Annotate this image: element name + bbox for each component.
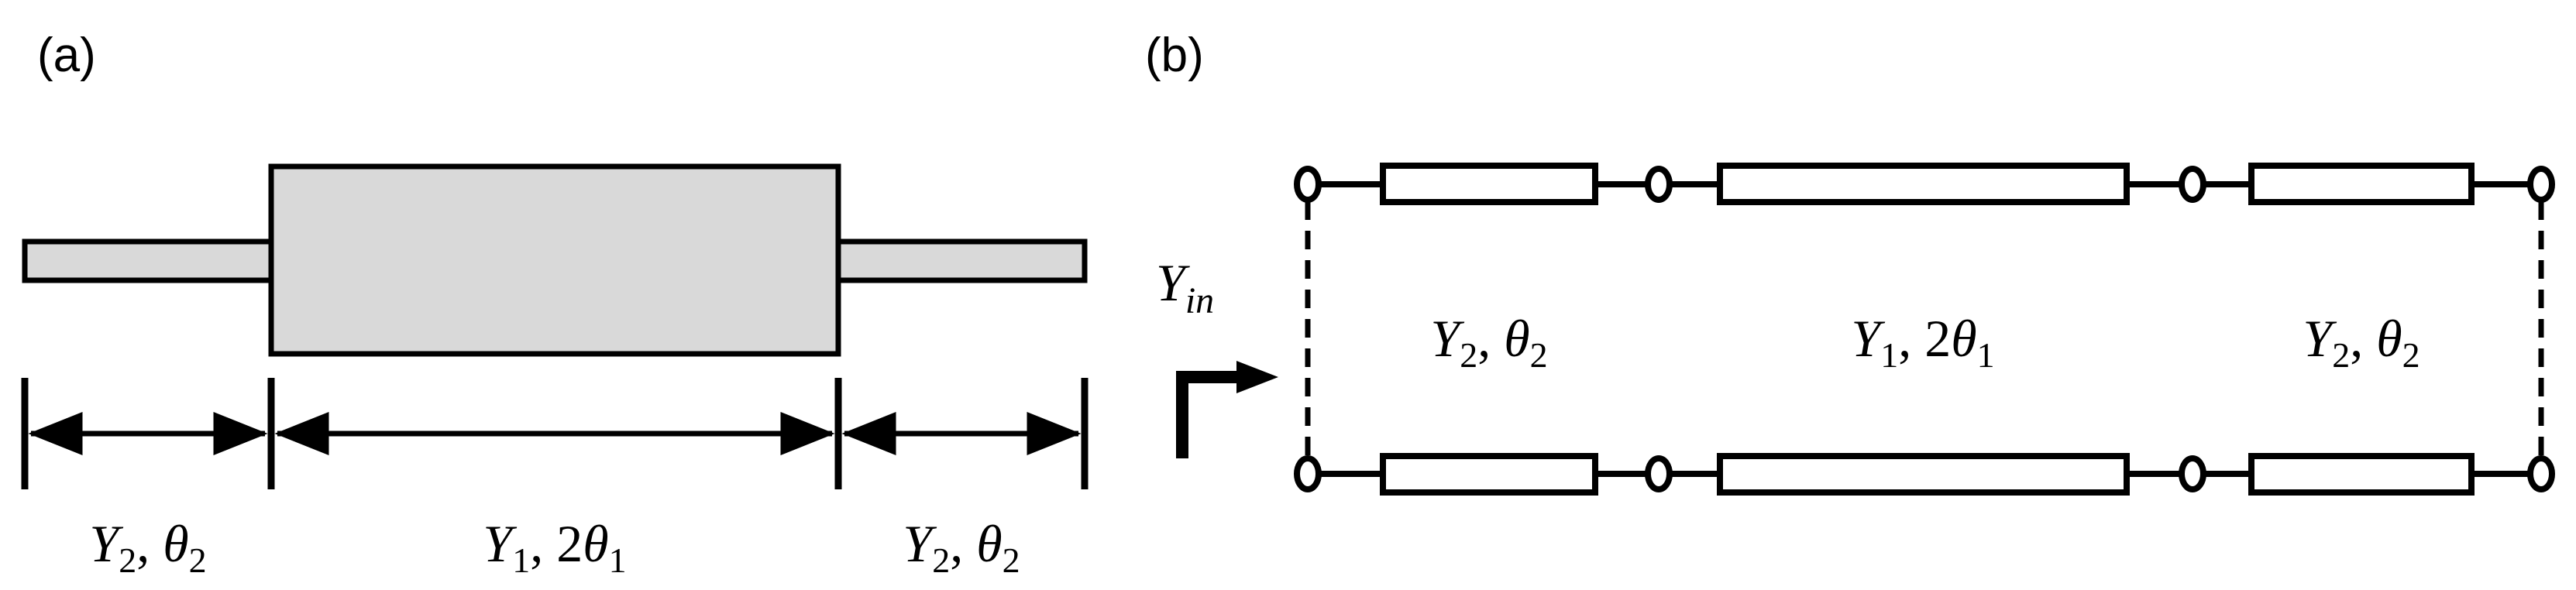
wide-line-center (268, 163, 841, 357)
junction-node-bottom-1 (1645, 455, 1673, 492)
port-node-bottom-left (1294, 455, 1322, 492)
section-label-a-right: Y2, θ2 (903, 514, 1020, 580)
port-node-top-left (1294, 166, 1322, 203)
input-arrowhead-icon (1236, 361, 1278, 393)
tline-top-left (1380, 163, 1598, 205)
input-admittance-arrow-icon (1176, 371, 1240, 458)
panel-a: (a) Y2, θ2 Y1, 2θ1 Y2, θ2 (21, 29, 1089, 580)
panel-b: (b) (1145, 29, 2555, 496)
tline-top-right (2248, 163, 2475, 205)
input-admittance-label: Yin (1156, 253, 1214, 321)
section-label-b-right: Y2, θ2 (2303, 309, 2420, 375)
port-node-bottom-right (2527, 455, 2555, 492)
junction-node-bottom-2 (2179, 455, 2206, 492)
tline-bottom-right (2248, 453, 2475, 496)
junction-node-top-1 (1645, 166, 1673, 203)
section-label-a-left: Y2, θ2 (89, 514, 206, 580)
section-label-b-middle: Y1, 2θ1 (1851, 309, 1994, 375)
narrow-line-right (835, 238, 1088, 283)
dimension-ticks (21, 378, 1089, 489)
panel-b-label: (b) (1145, 29, 1204, 82)
junction-node-top-2 (2179, 166, 2206, 203)
tline-bottom-left (1380, 453, 1598, 496)
bottom-conductor (1294, 453, 2555, 496)
panel-a-label: (a) (37, 29, 96, 82)
port-node-top-right (2527, 166, 2555, 203)
top-conductor (1294, 163, 2555, 205)
section-label-a-middle: Y1, 2θ1 (483, 514, 626, 580)
tline-top-middle (1717, 163, 2130, 205)
tline-bottom-middle (1717, 453, 2130, 496)
section-label-b-left: Y2, θ2 (1430, 309, 1547, 375)
narrow-line-left (22, 238, 274, 283)
